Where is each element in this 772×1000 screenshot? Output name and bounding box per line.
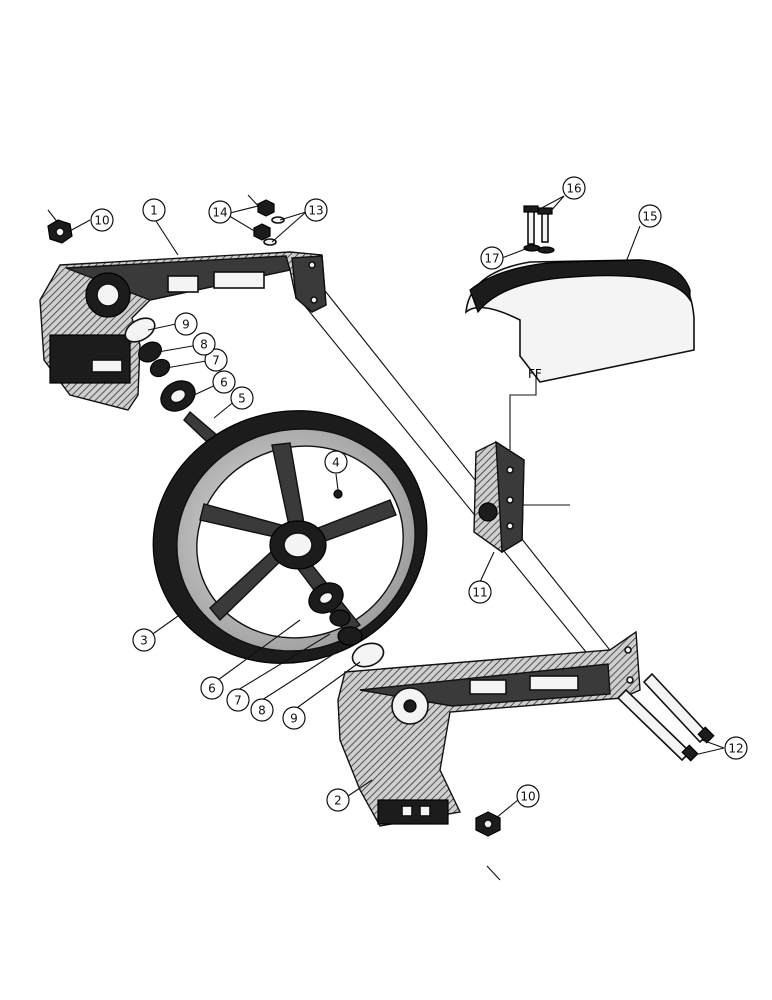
callout-number: 8: [258, 704, 266, 718]
callout-number: 9: [290, 712, 298, 726]
upper-axle-parts: [124, 317, 196, 412]
small-nuts-washers-part: [253, 199, 285, 246]
mounting-block-part: [473, 440, 525, 554]
lock-nut-upper-part: [47, 219, 73, 244]
callout-number: 16: [566, 182, 581, 196]
callout-circle: [304, 198, 328, 222]
callout-c14: 14: [208, 200, 232, 224]
callout-number: 7: [234, 694, 242, 708]
callout-number: 3: [140, 634, 148, 648]
callout-number: 11: [472, 586, 487, 600]
callout-circle: [230, 386, 254, 410]
callout-number: 6: [220, 376, 228, 390]
callout-c11: 11: [468, 580, 492, 604]
callout-c16: 16: [562, 176, 586, 200]
callout-c15: 15: [638, 204, 662, 228]
callout-number: 4: [332, 456, 340, 470]
wheel-part: [152, 410, 428, 664]
callout-c12: 12: [724, 736, 748, 760]
callout-c17: 17: [480, 246, 504, 270]
callout-c1: 1: [142, 198, 166, 222]
callout-circle: [192, 332, 216, 356]
callout-c5: 5: [230, 386, 254, 410]
bolts-part: [616, 672, 715, 762]
callout-circle: [142, 198, 166, 222]
callout-c7b: 7: [226, 688, 250, 712]
callout-c7a: 7: [204, 348, 228, 372]
wheel-cover-part: FF: [465, 259, 695, 383]
callout-c6a: 6: [212, 370, 236, 394]
callout-number: 6: [208, 682, 216, 696]
lock-nut-lower-part: [475, 811, 501, 837]
callout-c3: 3: [132, 628, 156, 652]
callout-number: 7: [212, 354, 220, 368]
callout-number: 1: [150, 204, 158, 218]
callout-circle: [250, 698, 274, 722]
callout-circle: [468, 580, 492, 604]
callout-circle: [326, 788, 350, 812]
callout-circle: [208, 200, 232, 224]
callout-c9a: 9: [174, 312, 198, 336]
callout-circle: [480, 246, 504, 270]
callout-c10a: 10: [90, 208, 114, 232]
callout-number: 8: [200, 338, 208, 352]
cover-marking: FF: [528, 367, 542, 381]
callout-number: 15: [642, 210, 657, 224]
callout-number: 13: [308, 204, 323, 218]
callout-number: 5: [238, 392, 246, 406]
callout-c6b: 6: [200, 676, 224, 700]
callout-circle: [132, 628, 156, 652]
callout-c10b: 10: [516, 784, 540, 808]
callout-circle: [212, 370, 236, 394]
callout-circle: [562, 176, 586, 200]
callout-c8b: 8: [250, 698, 274, 722]
callout-number: 12: [728, 742, 743, 756]
lower-axle-parts: [308, 582, 385, 668]
callout-c4: 4: [324, 450, 348, 474]
cover-screws-part: [523, 205, 555, 254]
callout-circle: [174, 312, 198, 336]
callout-c8a: 8: [192, 332, 216, 356]
callout-circle: [638, 204, 662, 228]
callout-circle: [90, 208, 114, 232]
callout-number: 9: [182, 318, 190, 332]
callout-c13: 13: [304, 198, 328, 222]
callout-number: 14: [212, 206, 227, 220]
callout-number: 10: [94, 214, 109, 228]
callout-c2: 2: [326, 788, 350, 812]
callout-circle: [516, 784, 540, 808]
callout-c9b: 9: [282, 706, 306, 730]
callout-number: 10: [520, 790, 535, 804]
upper-bracket-part: [39, 251, 327, 411]
callout-number: 17: [484, 252, 499, 266]
callout-circle: [200, 676, 224, 700]
callout-circle: [282, 706, 306, 730]
callout-number: 2: [334, 794, 342, 808]
callout-circle: [226, 688, 250, 712]
callout-circle: [324, 450, 348, 474]
callout-circle: [724, 736, 748, 760]
callout-circle: [204, 348, 228, 372]
lower-bracket-part: [337, 630, 641, 827]
